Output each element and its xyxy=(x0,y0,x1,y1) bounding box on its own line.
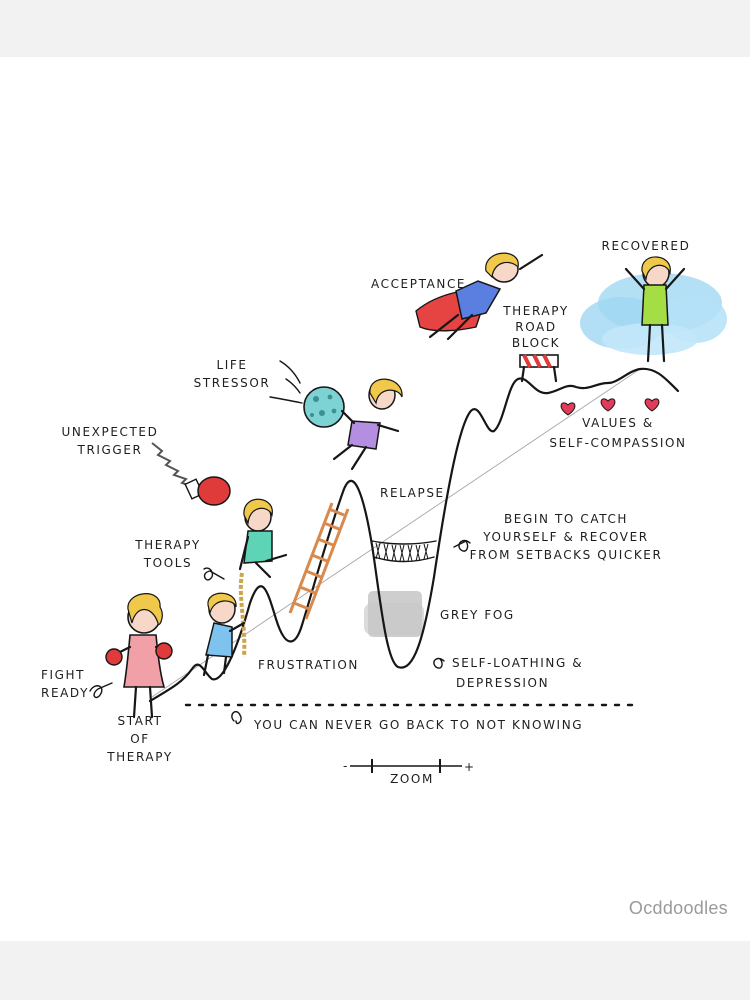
life-stressor-ball-icon xyxy=(303,386,345,428)
therapy-tools-arrow-icon xyxy=(203,567,225,581)
unexpected-trigger-label-1: UNEXPECTED xyxy=(62,425,159,439)
heart-icon xyxy=(644,398,660,412)
self-loathing-arrow-icon xyxy=(433,657,445,669)
therapy-road-block-label-3: BLOCK xyxy=(512,336,560,350)
zoom-minus-label: - xyxy=(343,759,349,773)
therapy-tools-figure xyxy=(238,498,288,579)
fight-ready-arrow-icon xyxy=(89,682,113,699)
boxing-glove-icon xyxy=(197,476,231,506)
catch-yourself-label-3: FROM SETBACKS QUICKER xyxy=(470,548,663,562)
self-loathing-label-1: SELF-LOATHING & xyxy=(452,656,583,670)
catch-yourself-label-1: BEGIN TO CATCH xyxy=(504,512,628,526)
stressor-motion-lines xyxy=(269,360,303,404)
recovered-label: RECOVERED xyxy=(602,239,691,253)
fight-ready-label-1: FIGHT xyxy=(41,668,85,682)
values-label-1: VALUES & xyxy=(582,416,654,430)
recovery-journey-illustration: FIGHT READY START OF THERAPY THERAPY TOO… xyxy=(41,239,728,918)
frustration-label: FRUSTRATION xyxy=(258,658,359,672)
progress-trend-line xyxy=(151,368,641,698)
catch-yourself-arrow-icon xyxy=(453,539,471,552)
boxing-glove-left-icon xyxy=(105,648,123,666)
relapse-label: RELAPSE xyxy=(380,486,445,500)
catch-yourself-label-2: YOURSELF & RECOVER xyxy=(482,530,648,544)
therapy-tools-label-1: THERAPY xyxy=(134,538,201,552)
start-of-therapy-label-2: OF xyxy=(130,732,150,746)
life-stressor-label-2: STRESSOR xyxy=(194,376,271,390)
start-of-therapy-label-3: THERAPY xyxy=(106,750,173,764)
spring-icon xyxy=(151,442,195,488)
acceptance-superhero xyxy=(415,252,544,341)
watermark-signature: Ocddoodles xyxy=(629,898,728,918)
rope-icon xyxy=(238,572,247,658)
acceptance-label: ACCEPTANCE xyxy=(371,277,466,291)
therapy-road-block-label-1: THERAPY xyxy=(502,304,569,318)
ladder xyxy=(288,502,350,620)
self-loathing-label-2: DEPRESSION xyxy=(456,676,549,690)
therapy-tools-label-2: TOOLS xyxy=(143,556,193,570)
zoom-scale xyxy=(350,759,462,773)
grey-fog xyxy=(364,591,424,637)
therapy-road-block-icon xyxy=(519,354,559,383)
zoom-label: ZOOM xyxy=(390,772,434,786)
illustration-canvas: FIGHT READY START OF THERAPY THERAPY TOO… xyxy=(0,57,750,941)
diagram-labels: FIGHT READY START OF THERAPY THERAPY TOO… xyxy=(41,239,728,918)
rope-climbing-figure xyxy=(202,572,247,677)
fight-ready-label-2: READY xyxy=(41,686,89,700)
fight-ready-figure xyxy=(105,593,173,719)
start-of-therapy-label-1: START xyxy=(117,714,162,728)
never-go-back-label: YOU CAN NEVER GO BACK TO NOT KNOWING xyxy=(253,718,583,732)
curly-arrows xyxy=(89,539,471,725)
grey-fog-label: GREY FOG xyxy=(440,608,515,622)
hearts xyxy=(560,398,660,416)
therapy-road-block-label-2: ROAD xyxy=(515,320,556,334)
rope-bridge xyxy=(371,540,437,563)
unexpected-trigger-label-2: TRIGGER xyxy=(77,443,143,457)
zoom-plus-label: + xyxy=(464,760,476,774)
values-label-2: SELF-COMPASSION xyxy=(549,436,686,450)
life-stressor-label-1: LIFE xyxy=(216,358,247,372)
heart-icon xyxy=(600,398,616,412)
recovered-figure xyxy=(624,256,686,363)
relapse-figure xyxy=(332,378,403,471)
unexpected-trigger-glove xyxy=(151,442,231,506)
journey-path xyxy=(148,367,680,703)
never-go-back-arrow-icon xyxy=(231,711,242,725)
boxing-glove-right-icon xyxy=(155,642,173,660)
heart-icon xyxy=(560,402,576,416)
